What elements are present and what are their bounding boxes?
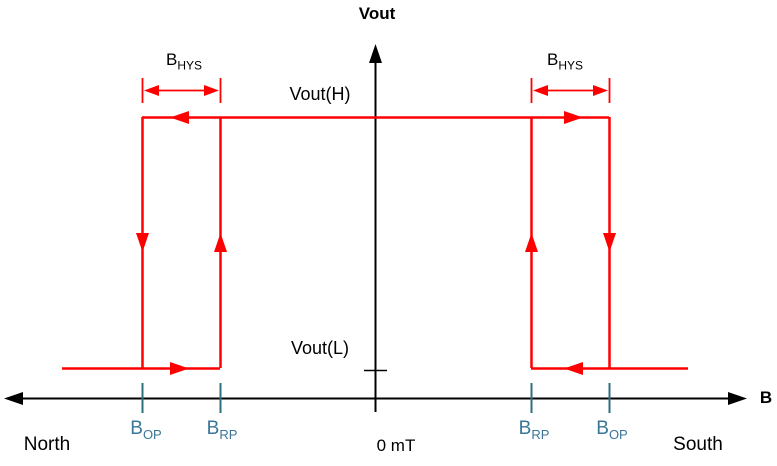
bhys-dimension-left (141, 78, 222, 103)
threshold-ticks (141, 383, 611, 413)
brp-left-sub: RP (219, 426, 238, 442)
bhys-label-right: BHYS (546, 50, 584, 73)
bhys-left-sub: HYS (177, 58, 203, 73)
brp-label-left: BRP (206, 418, 238, 442)
brp-left-main: B (206, 418, 220, 439)
arrow-right-icon-top-right (564, 111, 583, 124)
vout-low-label: Vout(L) (290, 338, 350, 358)
bop-label-right: BOP (596, 418, 628, 442)
bop-left-sub: OP (142, 426, 162, 442)
south-region-label: South (673, 434, 723, 455)
arrow-down-icon-right-outer (603, 233, 616, 252)
b-axis-arrow-right-icon (728, 392, 747, 405)
dim-arrow-left-icon-b (533, 85, 548, 96)
brp-label-right: BRP (518, 418, 550, 442)
hysteresis-curve (62, 111, 688, 375)
arrow-left-icon-top-left (170, 111, 189, 124)
arrow-up-icon-right-inner (525, 233, 538, 252)
bhys-right-sub: HYS (558, 58, 584, 73)
bhys-right-main: B (546, 50, 559, 69)
bhys-left-main: B (165, 50, 178, 69)
arrow-up-icon-left-inner (214, 233, 227, 252)
north-region-label: North (23, 434, 71, 455)
bop-label-left: BOP (130, 418, 162, 442)
brp-right-sub: RP (531, 426, 550, 442)
b-axis-title: B (759, 388, 773, 407)
arrow-down-icon-left-outer (136, 233, 149, 252)
origin-label: 0 mT (376, 436, 416, 455)
vout-axis-arrow-up-icon (369, 44, 382, 63)
bop-left-main: B (130, 418, 143, 439)
vout-axis (364, 44, 387, 412)
brp-right-main: B (518, 418, 532, 439)
vout-axis-title: Vout (358, 4, 396, 23)
bhys-label-left: BHYS (165, 50, 203, 73)
bop-right-sub: OP (608, 426, 628, 442)
bop-right-main: B (596, 418, 609, 439)
b-axis (4, 392, 747, 405)
vout-high-label: Vout(H) (289, 84, 351, 104)
dim-arrow-left-icon-a (144, 85, 159, 96)
arrow-left-icon-bottom-right (564, 362, 583, 375)
dim-arrow-right-icon-a (204, 85, 219, 96)
b-axis-arrow-left-icon (4, 392, 23, 405)
bhys-dimension-right (530, 78, 611, 103)
arrow-right-icon-bottom-left (170, 362, 189, 375)
dim-arrow-right-icon-b (593, 85, 608, 96)
